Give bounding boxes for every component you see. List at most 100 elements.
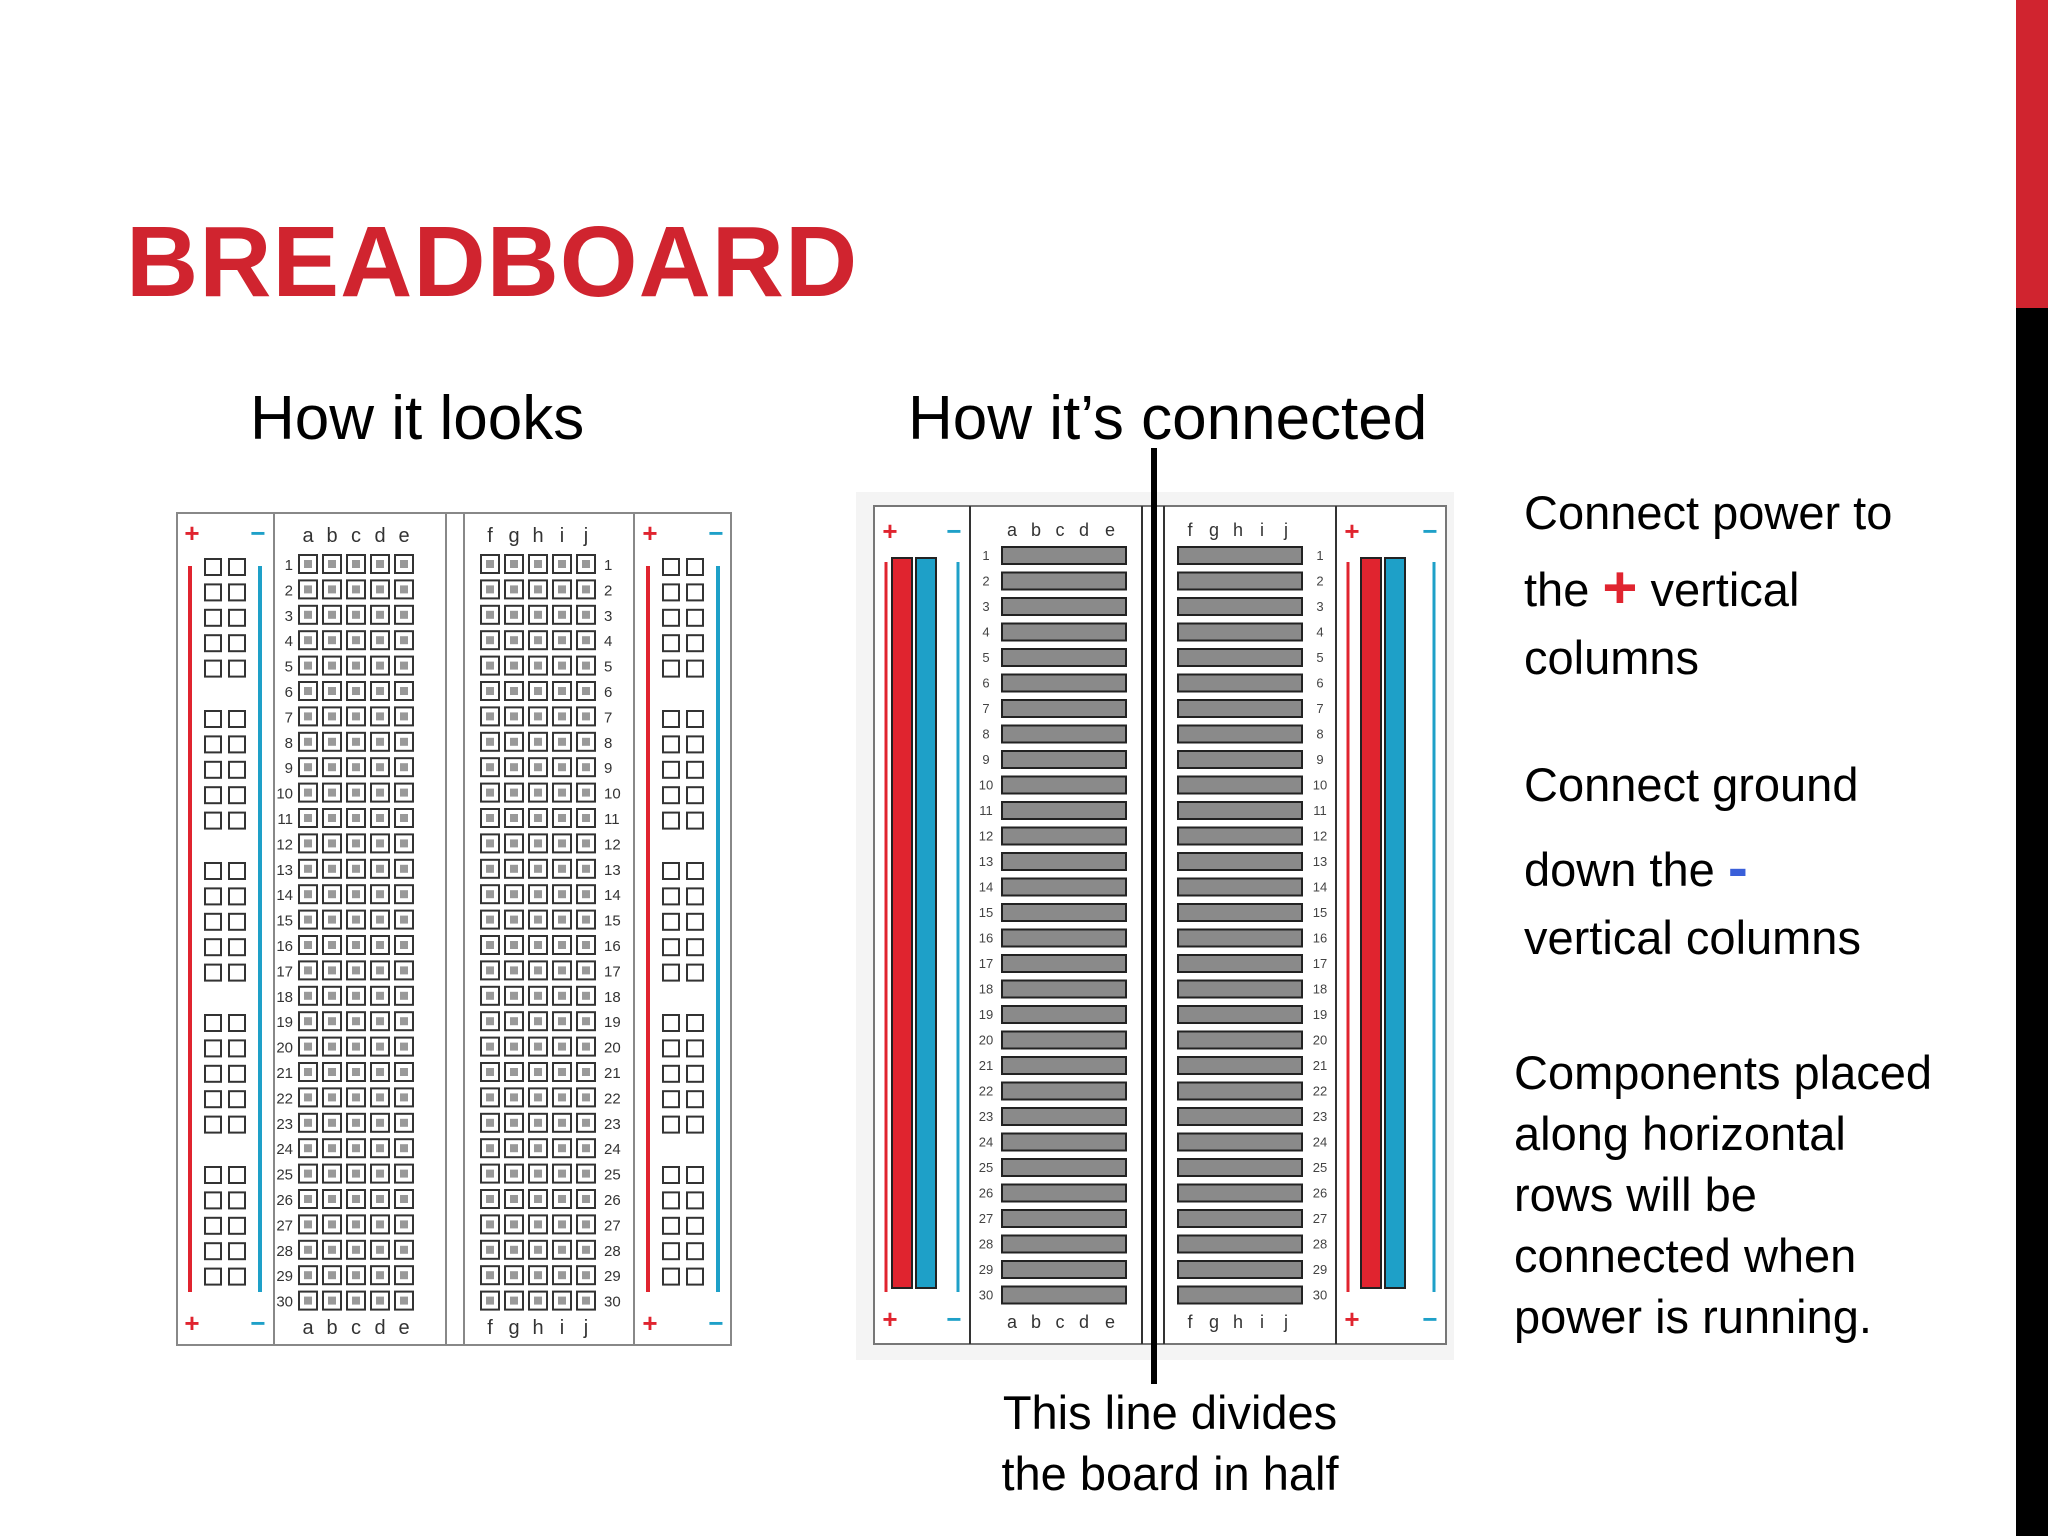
power-note-line2-pre: the xyxy=(1524,563,1603,617)
socket-contact xyxy=(558,610,566,619)
right-heading: How it’s connected xyxy=(908,384,1428,453)
socket-contact xyxy=(510,1017,518,1026)
row-number: 7 xyxy=(604,709,612,726)
rail-hole xyxy=(686,862,704,880)
components-note-line: rows will be xyxy=(1514,1168,1757,1222)
socket-contact xyxy=(400,610,408,619)
row-number: 16 xyxy=(1313,931,1327,946)
socket-contact xyxy=(400,1144,408,1153)
row-number: 4 xyxy=(1316,625,1323,640)
row-number: 29 xyxy=(1313,1262,1327,1277)
column-letter: g xyxy=(508,1317,519,1339)
power-note-line2-post: vertical xyxy=(1637,563,1800,617)
socket-contact xyxy=(400,1093,408,1102)
rail-hole xyxy=(662,1064,680,1083)
row-number: 4 xyxy=(285,633,293,650)
socket-contact xyxy=(558,788,566,797)
rail-hole xyxy=(204,963,222,982)
connected-row-strip xyxy=(1177,546,1303,565)
socket-contact xyxy=(352,1245,360,1254)
row-number: 11 xyxy=(277,811,293,828)
column-letter: d xyxy=(1079,520,1089,540)
caption-line: This line divides xyxy=(1002,1386,1338,1439)
rail-plus-label: + xyxy=(184,1308,199,1338)
row-number: 28 xyxy=(604,1243,621,1260)
connected-row-strip xyxy=(1177,954,1303,973)
socket-contact xyxy=(376,1245,384,1254)
connected-row-strip xyxy=(1001,852,1127,871)
rail-hole xyxy=(228,608,246,627)
connected-row-strip xyxy=(1177,1107,1303,1126)
rail-hole xyxy=(204,608,222,627)
socket-contact xyxy=(486,1144,494,1153)
socket-contact xyxy=(582,966,590,975)
socket-contact xyxy=(376,991,384,1000)
socket-contact xyxy=(352,864,360,873)
components-note: Components placed along horizontal rows … xyxy=(1514,1042,1932,1347)
row-number: 5 xyxy=(982,650,989,665)
rail-hole xyxy=(686,938,704,957)
column-letter: b xyxy=(326,1317,337,1339)
row-number: 2 xyxy=(982,574,989,589)
rail-hole xyxy=(662,786,680,805)
rail-hole xyxy=(662,659,680,678)
rail-hole xyxy=(686,1216,704,1235)
socket-contact xyxy=(534,941,542,949)
row-number: 21 xyxy=(276,1065,293,1082)
row-number: 26 xyxy=(276,1192,293,1209)
socket-contact xyxy=(486,1169,494,1178)
socket-contact xyxy=(352,763,360,772)
row-number: 25 xyxy=(604,1167,621,1184)
socket-contact xyxy=(400,1017,408,1026)
socket-contact xyxy=(582,1093,590,1102)
socket-contact xyxy=(486,1296,494,1305)
rail-hole xyxy=(686,1166,704,1184)
row-number: 10 xyxy=(979,778,993,793)
socket-contact xyxy=(376,1068,384,1076)
row-number: 14 xyxy=(276,887,293,904)
socket-contact xyxy=(558,1220,566,1229)
socket-contact xyxy=(534,1169,542,1178)
socket-contact xyxy=(534,1093,542,1102)
socket-contact xyxy=(486,1220,494,1229)
row-number: 14 xyxy=(979,880,993,895)
socket-contact xyxy=(352,991,360,1000)
components-note-line: power is running. xyxy=(1514,1290,1872,1344)
positive-rail-strip xyxy=(891,557,913,1289)
socket-contact xyxy=(328,687,336,695)
ground-note-line2-pre: down the xyxy=(1524,843,1728,897)
row-number: 24 xyxy=(604,1141,621,1158)
row-number: 29 xyxy=(979,1262,993,1277)
socket-contact xyxy=(304,788,312,797)
socket-contact xyxy=(376,1271,384,1280)
row-number: 16 xyxy=(979,931,993,946)
column-letter: e xyxy=(398,525,409,547)
socket-contact xyxy=(582,636,590,645)
socket-contact xyxy=(558,661,566,670)
rail-hole xyxy=(228,862,246,880)
socket-contact xyxy=(510,1144,518,1153)
socket-contact xyxy=(534,737,542,746)
row-number: 20 xyxy=(1313,1033,1327,1048)
socket-contact xyxy=(534,1042,542,1051)
column-letter: f xyxy=(1187,1312,1193,1332)
row-number: 1 xyxy=(285,557,293,574)
rail-hole xyxy=(662,1090,680,1109)
socket-contact xyxy=(558,1195,566,1203)
row-number: 12 xyxy=(979,829,993,844)
row-number: 13 xyxy=(276,862,293,879)
socket-contact xyxy=(534,610,542,619)
socket-contact xyxy=(400,1195,408,1203)
socket-contact xyxy=(486,1245,494,1254)
socket-contact xyxy=(352,610,360,619)
socket-contact xyxy=(534,864,542,873)
row-number: 30 xyxy=(276,1294,293,1311)
connected-row-strip xyxy=(1001,1234,1127,1254)
socket-contact xyxy=(510,636,518,645)
connected-row-strip xyxy=(1177,699,1303,718)
socket-contact xyxy=(486,687,494,695)
socket-contact xyxy=(582,1144,590,1153)
socket-contact xyxy=(558,1042,566,1051)
rail-hole xyxy=(686,1014,704,1032)
socket-contact xyxy=(400,1271,408,1280)
